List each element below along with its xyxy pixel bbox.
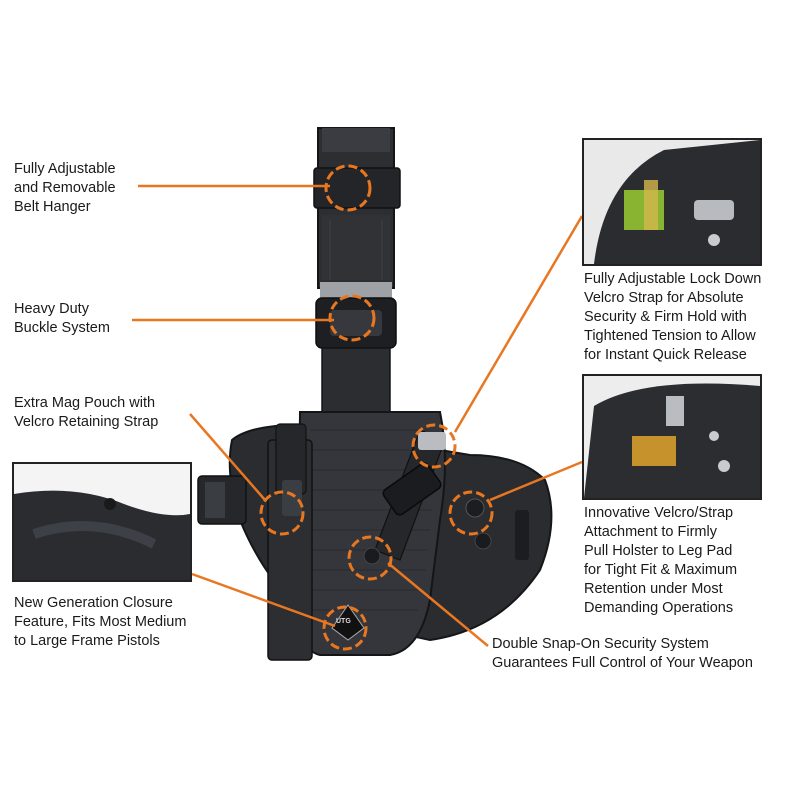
callout-buckle-system: Heavy Duty Buckle System bbox=[14, 301, 110, 336]
callout-mag-pouch: Extra Mag Pouch with Velcro Retaining St… bbox=[14, 395, 159, 430]
callout-belt-hanger: Fully Adjustable and Removable Belt Hang… bbox=[14, 161, 116, 215]
belt-hanger bbox=[313, 127, 401, 289]
inset-lockdown-photo bbox=[582, 138, 762, 266]
callout-lines bbox=[132, 184, 584, 647]
inset-attachment-photo bbox=[582, 374, 762, 500]
callout-circles bbox=[259, 164, 494, 651]
callout-circle-belt bbox=[324, 164, 372, 212]
callout-circle-mag bbox=[259, 490, 305, 536]
buckle bbox=[315, 282, 397, 349]
callout-attachment: Innovative Velcro/Strap Attachment to Fi… bbox=[584, 505, 738, 616]
badge-text: UTG bbox=[336, 618, 351, 625]
snap bbox=[363, 547, 381, 565]
callout-closure: New Generation Closure Feature, Fits Mos… bbox=[14, 595, 187, 649]
callout-circle-buckle bbox=[328, 294, 376, 342]
callout-circle-snap bbox=[347, 535, 393, 581]
callout-circle-closure bbox=[322, 605, 368, 651]
mag-pouch bbox=[267, 423, 313, 661]
lockdown-strap bbox=[374, 429, 446, 561]
callout-circle-lockdown bbox=[411, 423, 457, 469]
callout-circle-attach bbox=[448, 490, 494, 536]
utg-badge bbox=[331, 604, 365, 641]
callout-lock-down: Fully Adjustable Lock Down Velcro Strap … bbox=[584, 271, 762, 363]
callout-snap-on: Double Snap-On Security System Guarantee… bbox=[492, 636, 753, 671]
inset-closure-photo bbox=[12, 462, 192, 582]
